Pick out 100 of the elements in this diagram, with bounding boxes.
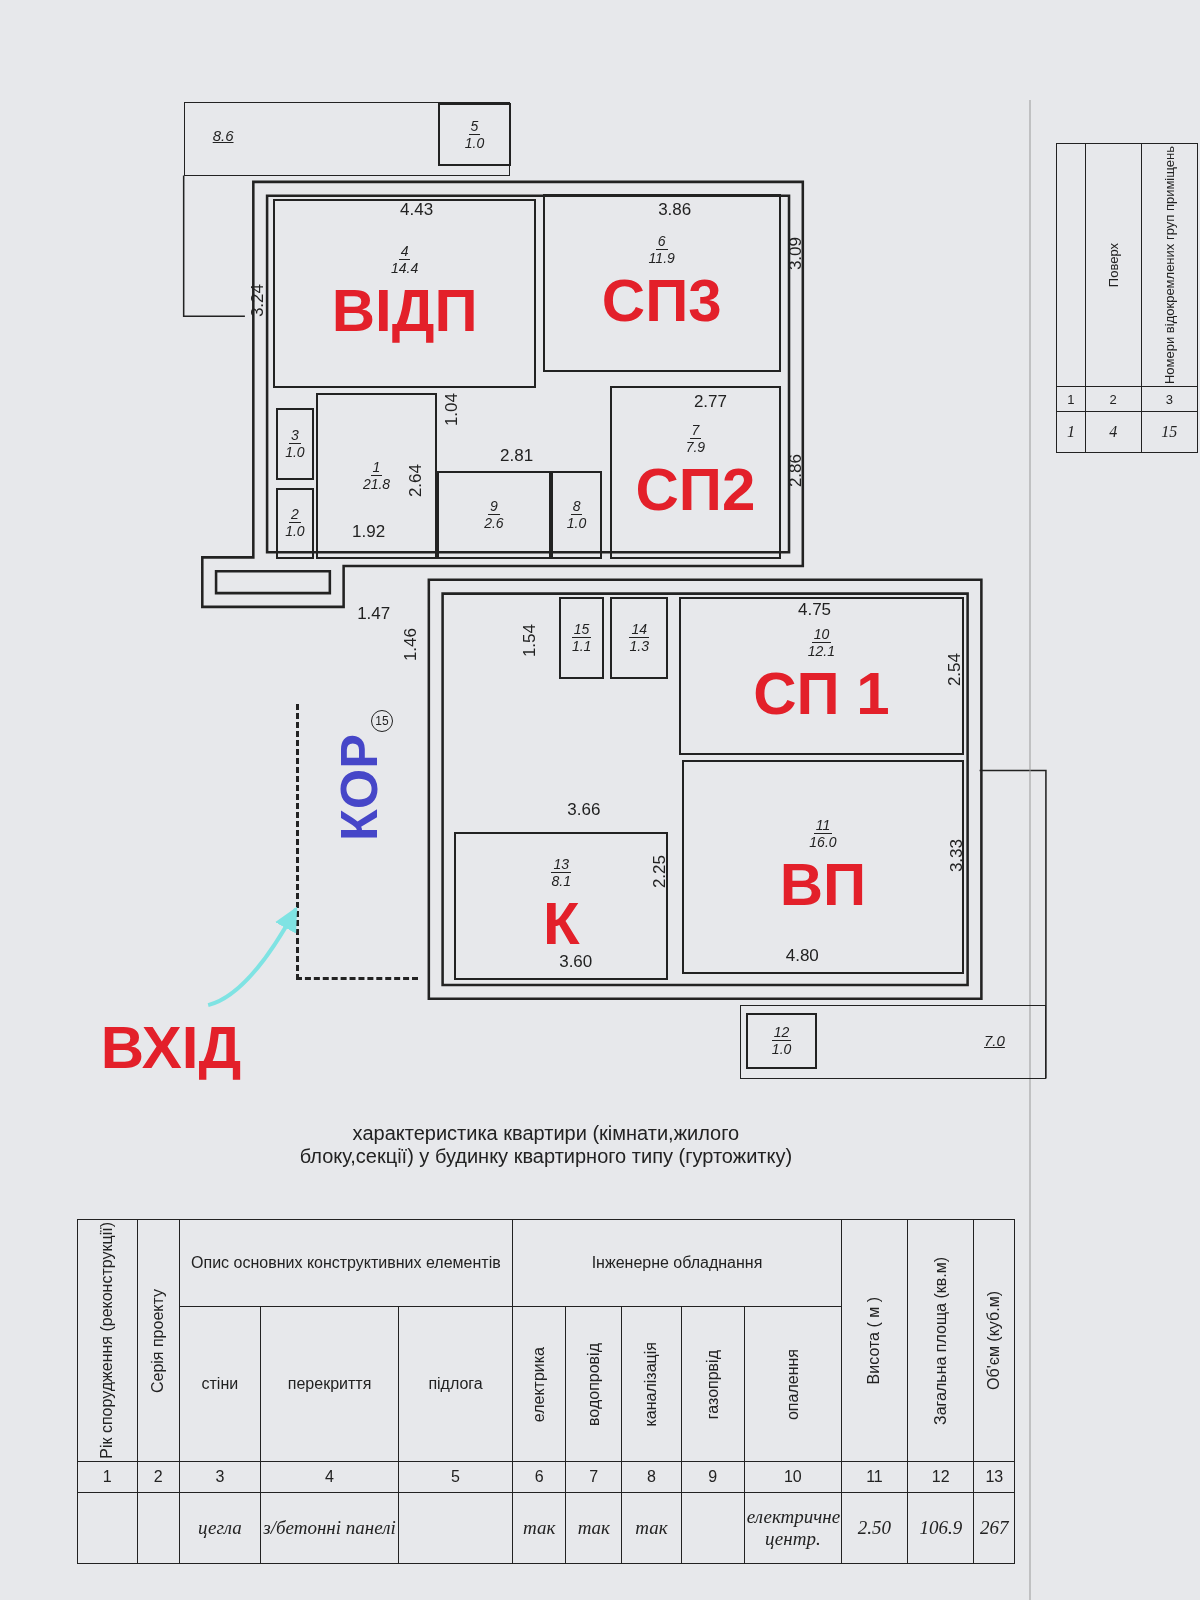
- table-cell: з/бетонні панелі: [263, 1516, 396, 1539]
- arrow: [207, 906, 298, 1007]
- handwritten-label: ВІДП: [331, 280, 478, 343]
- room-area: 11.9: [648, 250, 675, 267]
- room-outline: [454, 831, 669, 980]
- table-cell: електричне центр.: [746, 1505, 839, 1550]
- room-outline: [610, 385, 781, 560]
- table-cell-text: 267: [979, 1516, 1010, 1539]
- column-number: 3: [214, 1467, 226, 1486]
- handwritten-label: ВХІД: [100, 1016, 242, 1079]
- room-area: 8.1: [551, 872, 571, 889]
- room-outline: [316, 392, 437, 560]
- room-outline: [610, 596, 669, 679]
- table-title: характеристика квартири (кімнати,жилого блоку,секції) у будинку квартирного типу (гуртожитку): [298, 1122, 794, 1169]
- column-header: Поверх: [1105, 242, 1121, 287]
- column-header: Рік спорудження (реконструкції): [98, 1222, 117, 1460]
- handwritten-label: СП3: [601, 270, 722, 333]
- dimension-label: 1.04: [441, 392, 462, 426]
- balcony-area: 8.6: [212, 127, 234, 145]
- room-area: 1.1: [571, 637, 592, 654]
- column-number: 8: [646, 1467, 657, 1486]
- column-number: 1: [101, 1467, 113, 1486]
- dimension-label: 1.92: [352, 522, 386, 543]
- room-outline: [678, 596, 965, 756]
- column-header: Серія проекту: [149, 1288, 168, 1393]
- column-header: перекриття: [286, 1375, 373, 1394]
- room-number: 10: [811, 627, 832, 643]
- column-number: 2: [152, 1467, 164, 1486]
- column-header: Опис основних конструктивних елементів: [190, 1254, 502, 1273]
- room-number: 9: [487, 499, 500, 516]
- column-number: 12: [930, 1467, 951, 1486]
- dimension-label: 1.47: [357, 604, 391, 625]
- room-outline: [559, 596, 605, 679]
- room-number: 11: [813, 818, 833, 835]
- dimension-label: 2.64: [406, 464, 427, 498]
- table-cell-text: так: [576, 1516, 611, 1539]
- dimension-label: 2.25: [650, 855, 670, 889]
- room-area: 1.0: [566, 515, 587, 532]
- room-area: 1.0: [464, 134, 485, 151]
- room-outline: [437, 103, 512, 167]
- room-outline: [745, 1013, 818, 1070]
- column-number: 5: [450, 1467, 461, 1486]
- room-number: 6: [655, 234, 668, 251]
- table-cell-text: цегла: [197, 1516, 243, 1539]
- room-area: 16.0: [809, 834, 837, 851]
- room-area: 7.9: [685, 439, 706, 456]
- room-number: 8: [570, 499, 583, 516]
- table-cell-text: 2.50: [856, 1516, 893, 1539]
- column-number: 7: [588, 1467, 600, 1486]
- dimension-label: 3.33: [946, 838, 967, 872]
- dimension-label: 2.81: [500, 445, 534, 466]
- handwritten-label: СП2: [635, 459, 756, 522]
- column-number: 1: [1066, 391, 1076, 407]
- dimension-label: 2.54: [944, 653, 965, 687]
- column-header: опалення: [783, 1348, 802, 1420]
- room-area: 21.8: [362, 476, 391, 492]
- room-outline: [542, 193, 781, 373]
- room-number: 2: [289, 507, 301, 524]
- room-area: 1.0: [771, 1041, 792, 1058]
- column-number: 4: [324, 1467, 335, 1486]
- room-outline: [681, 760, 965, 975]
- table-cell-text: 15: [1160, 423, 1179, 442]
- table-cell-text: так: [522, 1516, 557, 1539]
- handwritten-label: ВП: [779, 854, 867, 917]
- dimension-label: 3.60: [559, 952, 593, 973]
- column-header: електрика: [530, 1346, 549, 1422]
- column-header: каналізація: [642, 1341, 661, 1427]
- room-number: 12: [771, 1025, 792, 1042]
- column-number: 6: [533, 1467, 545, 1486]
- table-cell-text: 106.9: [918, 1516, 964, 1539]
- column-header: Висота ( м ): [865, 1297, 884, 1385]
- column-header: Номери відокремлених груп приміщень: [1161, 145, 1177, 384]
- room-outline: [275, 408, 315, 480]
- column-number: 3: [1164, 391, 1174, 407]
- room-area: 1.3: [629, 637, 649, 654]
- room-number: 5: [468, 118, 481, 135]
- corridor-area: [295, 704, 419, 980]
- dimension-label: 2.77: [693, 391, 727, 412]
- dimension-label: 4.75: [797, 600, 832, 620]
- column-header: водопровід: [584, 1342, 603, 1426]
- balcony-area: 7.0: [984, 1032, 1005, 1050]
- column-header: Загальна площа (кв.м): [931, 1256, 950, 1425]
- balcony-outline: [739, 1005, 1046, 1079]
- table-cell-text: 4: [1108, 423, 1119, 442]
- room-area: 2.6: [484, 515, 504, 532]
- room-number: 14: [629, 621, 650, 638]
- room-outline: [275, 487, 315, 560]
- room-outline: [436, 471, 551, 560]
- column-header: газопрвід: [703, 1349, 722, 1419]
- room-area: 14.4: [390, 260, 419, 277]
- table-cell-text: так: [634, 1516, 669, 1539]
- column-number: 9: [707, 1467, 719, 1486]
- dimension-label: 4.43: [400, 200, 434, 220]
- room-area: 12.1: [807, 643, 836, 659]
- dimension-label: 4.80: [785, 945, 819, 966]
- dimension-label: 3.66: [567, 800, 601, 820]
- handwritten-label: КОР: [328, 734, 389, 841]
- handwritten-label: СП 1: [753, 663, 890, 725]
- room-number: 4: [398, 244, 411, 261]
- room-number: 13: [551, 856, 571, 873]
